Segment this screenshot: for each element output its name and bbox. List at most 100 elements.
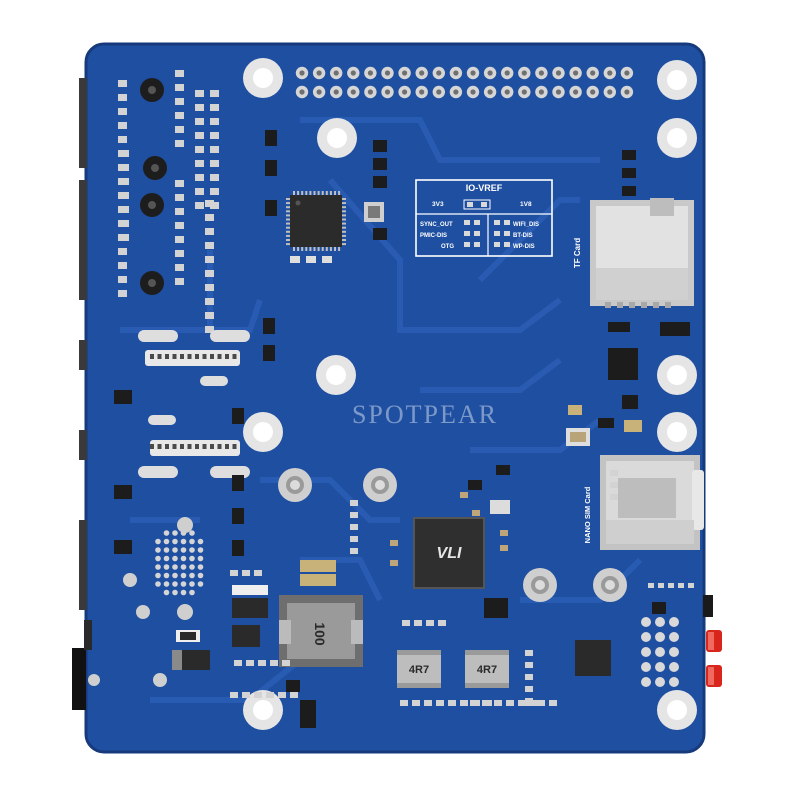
ic-pin	[334, 191, 336, 195]
ic-pin	[301, 247, 304, 251]
usb-hub-ic	[286, 191, 346, 251]
via-dot	[180, 555, 187, 562]
ic-pin	[301, 191, 304, 195]
sync-out-label: SYNC_OUT	[420, 222, 453, 228]
connector-pin	[225, 354, 229, 359]
via-dot	[172, 564, 178, 570]
smd-pad	[205, 200, 214, 207]
smd-pad	[350, 500, 358, 506]
ic-pin	[286, 210, 290, 213]
round-pad	[641, 647, 651, 657]
ic-pin	[286, 214, 290, 217]
smd-pad	[470, 700, 478, 706]
gpio-pad-hole	[590, 89, 596, 95]
smd-pad	[210, 118, 219, 125]
connector-pin	[217, 444, 222, 449]
smd-pad	[210, 146, 219, 153]
smd-pads	[230, 470, 618, 706]
ic-pin	[342, 218, 346, 221]
round-pad	[669, 617, 679, 627]
smd-pad	[414, 620, 422, 626]
via-dot	[197, 581, 204, 587]
via-dot	[155, 572, 161, 579]
connector-pin	[150, 354, 154, 359]
round-pads	[88, 517, 193, 687]
3v3-label: 3V3	[432, 201, 444, 208]
round-pad	[669, 662, 679, 672]
smd-pad	[400, 700, 408, 706]
connector-pin	[150, 444, 154, 449]
ic-pin	[286, 234, 290, 237]
via-dot	[172, 555, 178, 562]
smd-pad	[210, 90, 219, 97]
ic-pin	[338, 191, 341, 195]
mount-hole	[243, 690, 283, 730]
pad-cluster	[641, 583, 694, 687]
smd-pad	[525, 650, 533, 656]
watermark: SPOTPEAR	[352, 400, 498, 429]
smd-pad	[175, 236, 184, 243]
gpio-pad-hole	[384, 89, 391, 95]
smd-pad	[424, 700, 432, 706]
processor-chip: VLI	[413, 517, 485, 589]
gpio-pad-hole	[402, 89, 408, 95]
ic-pin	[342, 202, 346, 205]
led-red	[706, 665, 722, 687]
smd-pad	[242, 570, 250, 576]
smd-pad	[610, 470, 618, 476]
smd-pad	[195, 118, 204, 125]
led-red	[706, 630, 722, 652]
small-ic	[364, 202, 384, 222]
smd-pad	[525, 686, 533, 692]
ic-pin	[342, 239, 346, 241]
smd-pad	[175, 112, 184, 119]
connector-pins	[150, 354, 237, 449]
smd-pad	[175, 222, 184, 229]
round-pad	[669, 677, 679, 687]
smd-pad	[195, 90, 204, 97]
gpio-pad-hole	[350, 70, 356, 76]
smd-pad	[210, 174, 219, 181]
decoupling-caps	[390, 492, 508, 566]
main-inductor: 100	[279, 595, 363, 667]
connector-pin	[232, 444, 237, 449]
via-dot	[189, 538, 195, 545]
smd-pad	[426, 620, 434, 626]
smd-pad	[205, 228, 214, 235]
smd-pad	[205, 242, 214, 249]
gpio-pad-hole	[521, 89, 527, 95]
smd-pad	[175, 126, 184, 133]
round-pad	[655, 647, 665, 657]
smd-pad	[506, 700, 514, 706]
connector-pin	[232, 354, 237, 359]
ic-pin	[342, 243, 346, 246]
connector-pin	[157, 354, 162, 359]
smd-pad	[120, 178, 129, 185]
inductor-4r7-label: 4R7	[477, 664, 497, 676]
nano-sim-slot: NANO SIM Card	[583, 455, 704, 550]
pad-cluster	[118, 70, 219, 333]
connector-pin	[202, 444, 207, 449]
gpio-pad-hole	[521, 70, 527, 76]
ic-pin	[317, 247, 320, 251]
via-dot	[189, 581, 195, 587]
mount-hole	[243, 412, 283, 452]
1v8-label: 1V8	[520, 201, 532, 208]
connector-pin	[210, 354, 214, 359]
bt-dis-label: BT-DIS	[513, 233, 533, 239]
smd-pad	[350, 512, 358, 518]
gpio-pad-hole	[555, 89, 562, 95]
mount-hole	[316, 355, 356, 395]
round-pad	[641, 632, 651, 642]
cap	[140, 193, 164, 217]
connector-pin	[217, 354, 222, 359]
connector-pin	[172, 444, 177, 449]
ic-pin	[313, 191, 316, 195]
smd-pad	[525, 674, 533, 680]
smd-pad	[234, 660, 242, 666]
smd-pad	[210, 160, 219, 167]
cap	[140, 271, 164, 295]
via-dot	[163, 589, 170, 596]
gpio-pad-hole	[419, 70, 425, 76]
smd-pad	[278, 692, 286, 698]
